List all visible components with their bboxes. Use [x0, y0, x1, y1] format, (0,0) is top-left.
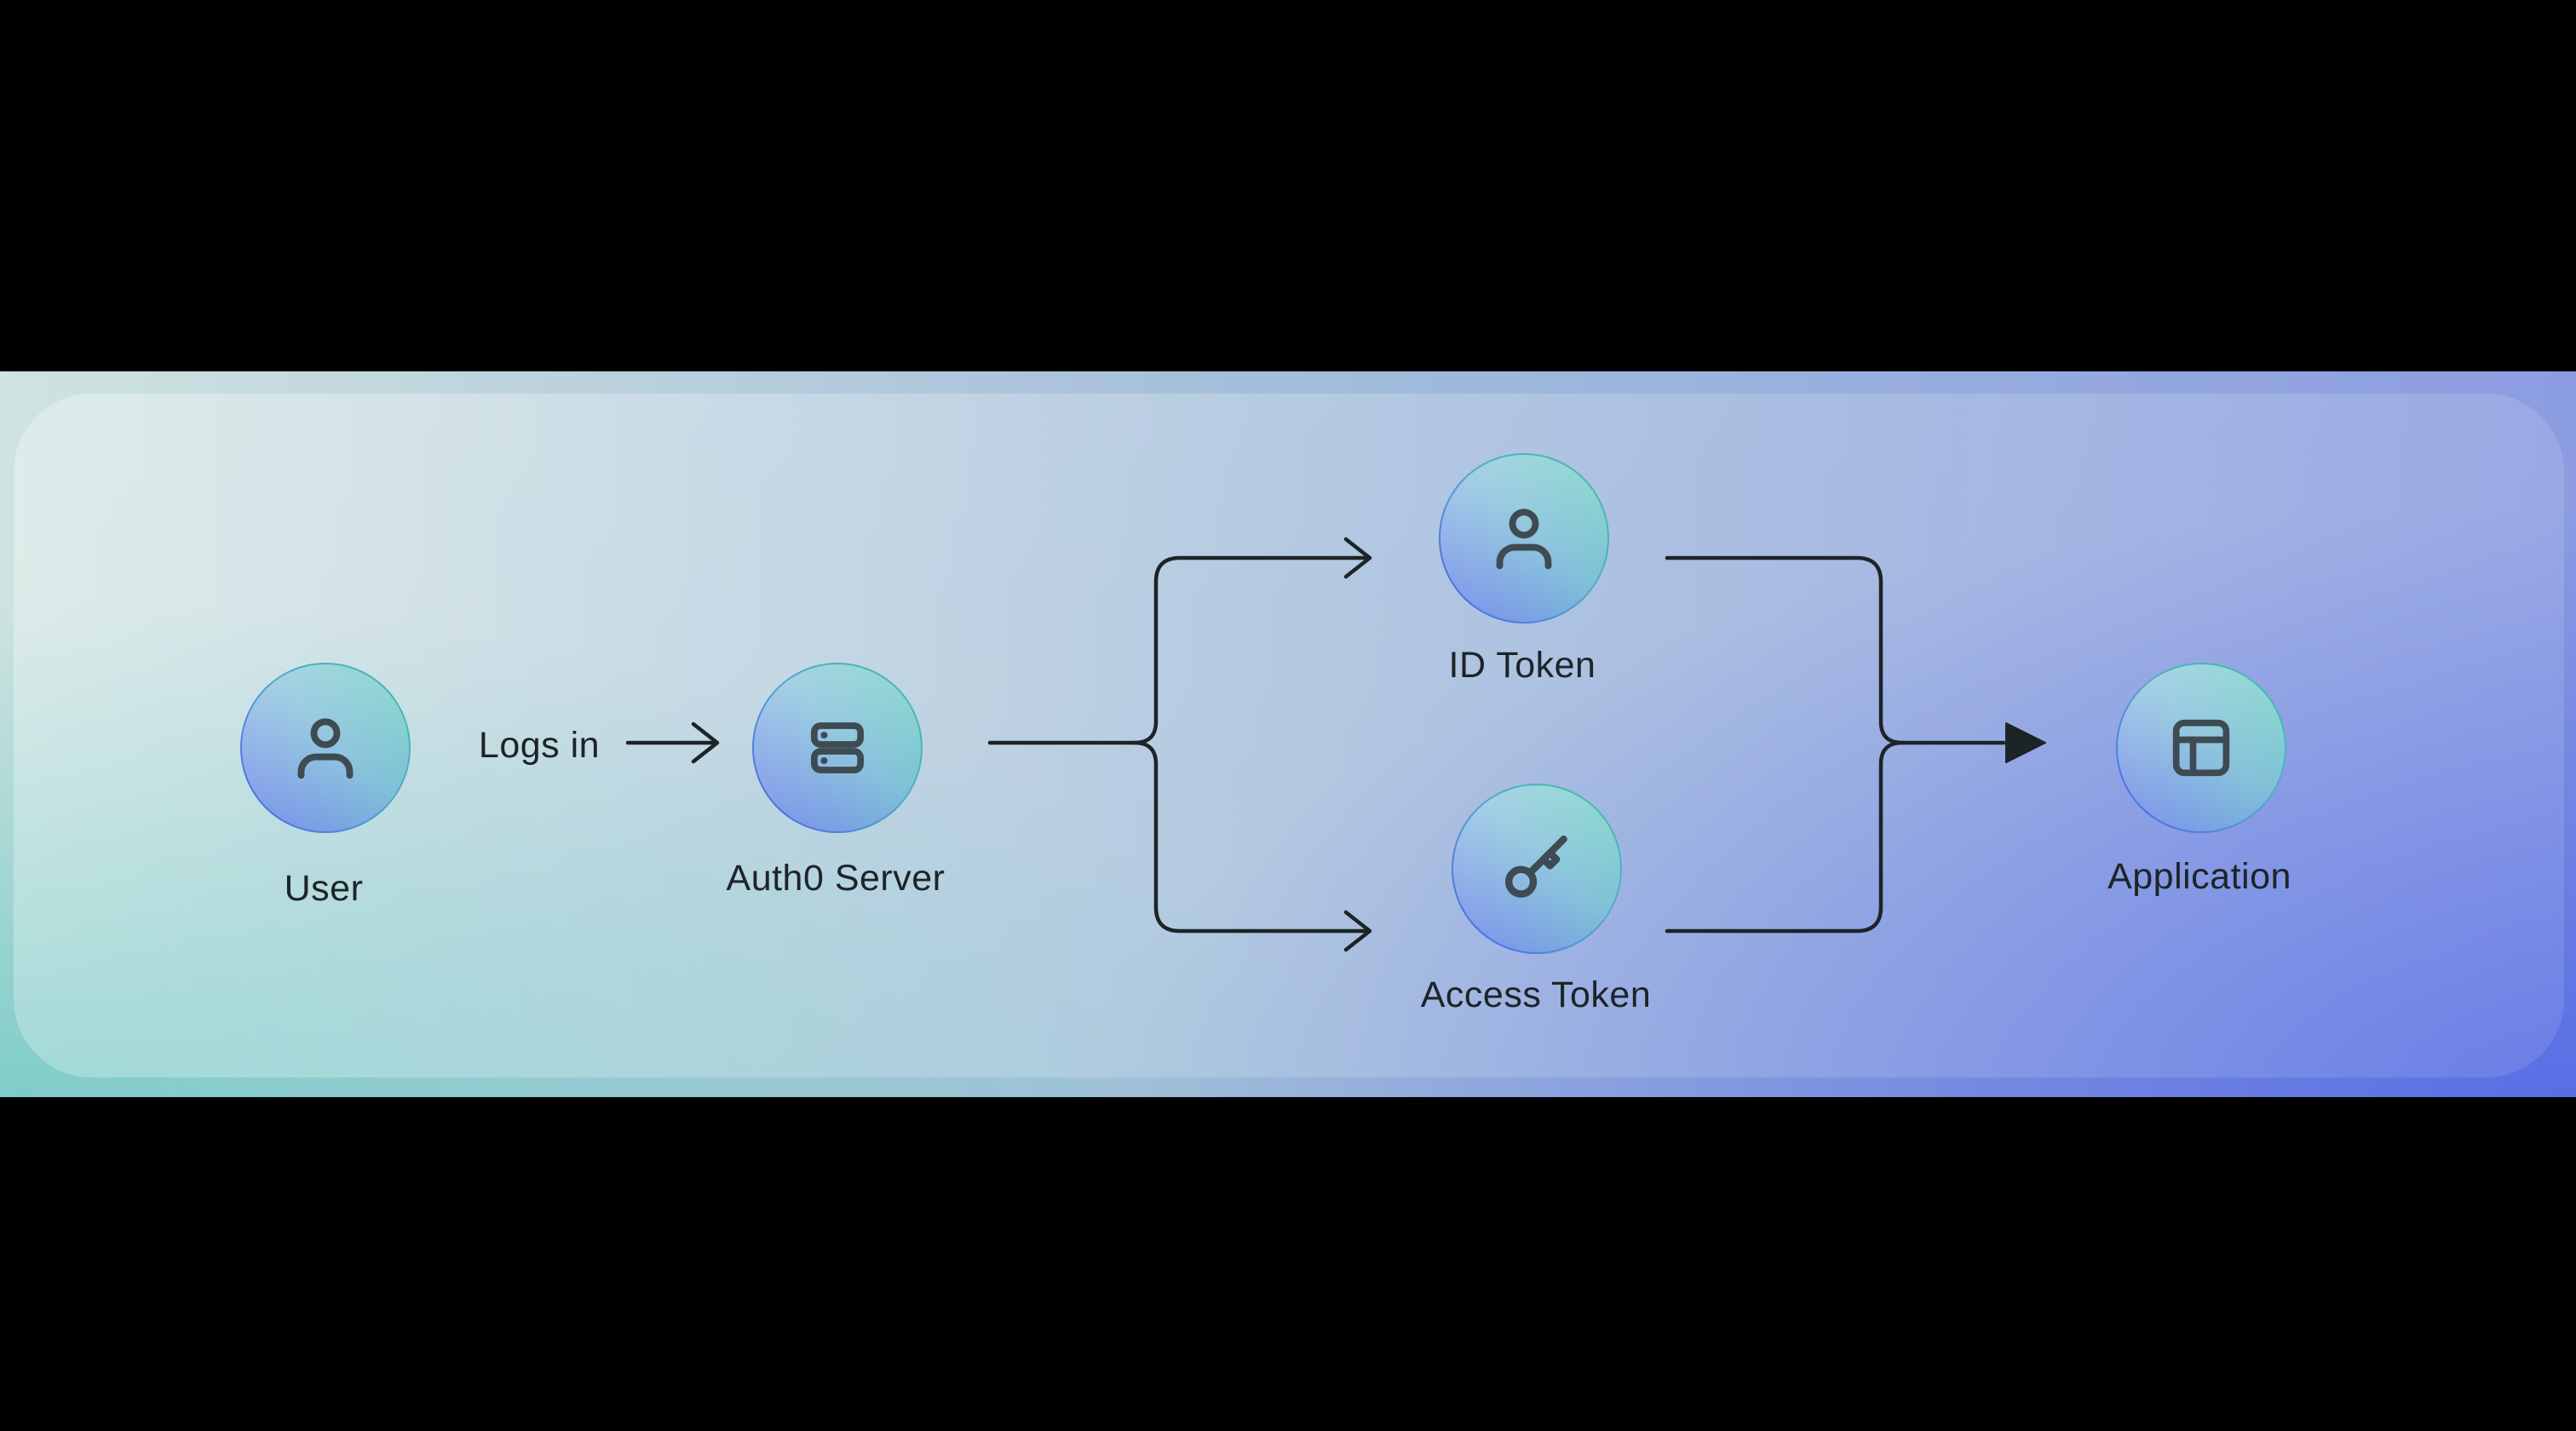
node-label-id-token: ID Token [1448, 645, 1596, 686]
node-id-token [1439, 453, 1609, 624]
layout-icon [2172, 719, 2230, 777]
server-icon [811, 722, 864, 773]
key-icon [1505, 836, 1567, 898]
node-label-auth0-server: Auth0 Server [726, 858, 946, 899]
node-user [240, 663, 411, 833]
node-label-access-token: Access Token [1420, 974, 1652, 1015]
node-auth0-server [752, 663, 923, 833]
node-label-user: User [284, 868, 364, 909]
node-label-application: Application [2107, 856, 2291, 897]
user-icon [1496, 509, 1552, 570]
user-icon [297, 718, 354, 779]
edge-label-logs-in: Logs in [478, 725, 601, 766]
node-application [2116, 663, 2286, 833]
node-access-token [1452, 784, 1622, 954]
